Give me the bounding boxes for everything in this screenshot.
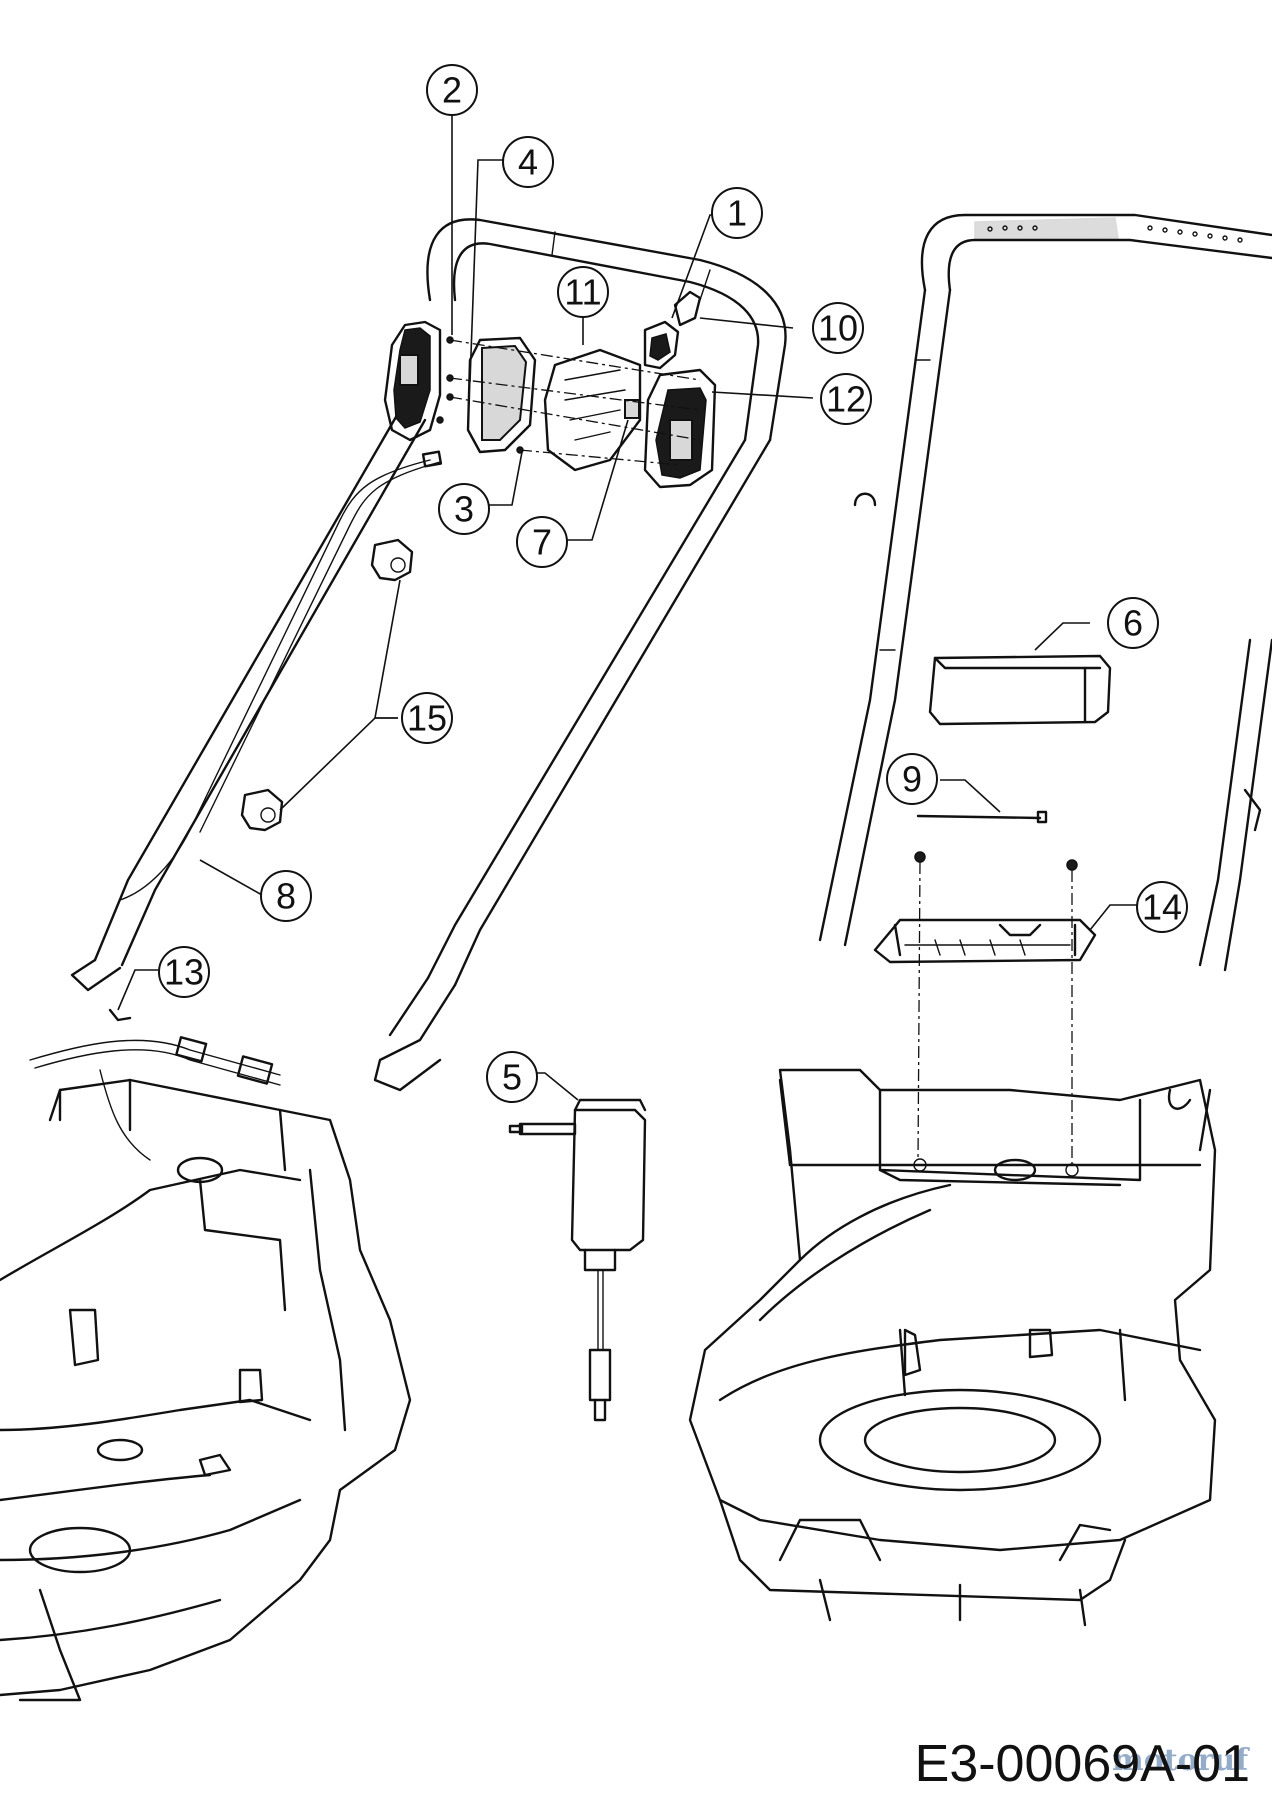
left-switch-housing (383, 320, 442, 442)
callout-7-label: 7 (532, 522, 552, 563)
callout-2-label: 2 (442, 70, 462, 111)
explode-lines-right (917, 861, 1073, 1165)
callout-12-label: 12 (826, 379, 866, 420)
callout-5: 5 (486, 1051, 538, 1103)
callout-8: 8 (260, 870, 312, 922)
callout-15: 15 (401, 692, 453, 744)
callout-3-label: 3 (454, 489, 474, 530)
callout-9-label: 9 (902, 759, 922, 800)
callout-6: 6 (1107, 597, 1159, 649)
callout-13-label: 13 (164, 952, 204, 993)
callout-5-label: 5 (502, 1057, 522, 1098)
right-mower-deck (688, 1068, 1217, 1627)
callout-4: 4 (502, 136, 554, 188)
callout-9: 9 (886, 753, 938, 805)
battery-part-6 (928, 654, 1112, 726)
callout-14: 14 (1136, 881, 1188, 933)
key-part-1 (643, 290, 702, 370)
left-handle-assembly (70, 218, 787, 1092)
callout-leaders (117, 108, 1138, 1101)
callout-11: 11 (557, 266, 609, 318)
cover-part-4 (466, 336, 537, 454)
callout-4-label: 4 (518, 142, 538, 183)
callout-11-label: 11 (564, 272, 601, 313)
callout-13: 13 (158, 946, 210, 998)
switch-frame-part-11 (543, 348, 642, 472)
callout-12: 12 (820, 373, 872, 425)
diagram-code: E3-00069A-01 (914, 1735, 1250, 1793)
watermark-logo: motoruf (1112, 1743, 1249, 1778)
callout-15-label: 15 (407, 698, 447, 739)
callout-8-label: 8 (276, 876, 296, 917)
clip-part-15-lower (240, 788, 284, 832)
rod-part-9 (916, 810, 1048, 824)
battery-cover-part-12 (643, 368, 717, 489)
charger-part-5 (508, 1098, 647, 1422)
callout-1: 1 (711, 187, 763, 239)
callout-7: 7 (516, 516, 568, 568)
clip-part-15-upper (370, 538, 414, 582)
explode-lines-top (449, 339, 701, 466)
callout-10-label: 10 (818, 308, 858, 349)
wiring-part-13 (29, 1008, 281, 1161)
holder-part-14 (873, 851, 1097, 964)
callout-2: 2 (426, 64, 478, 116)
callout-6-label: 6 (1123, 603, 1143, 644)
left-mower-deck (0, 1078, 412, 1702)
right-handle-assembly (818, 213, 1272, 972)
callout-14-label: 14 (1142, 887, 1182, 928)
callout-10: 10 (812, 302, 864, 354)
callout-3: 3 (438, 483, 490, 535)
callout-1-label: 1 (727, 193, 747, 234)
